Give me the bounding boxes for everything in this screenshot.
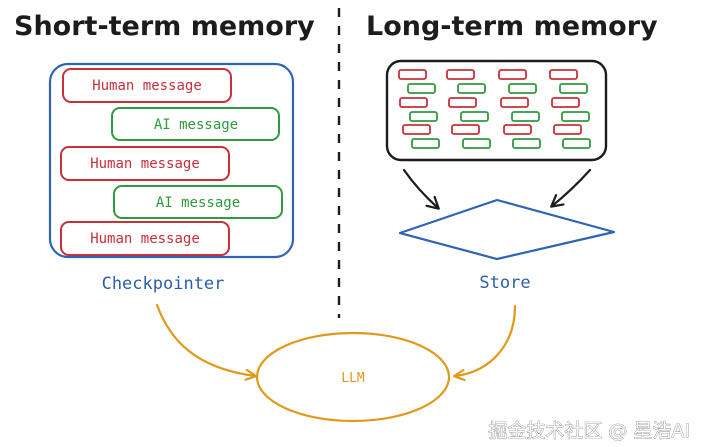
llm-shape — [255, 331, 451, 423]
memory-record — [462, 138, 491, 149]
message-item: AI message — [113, 185, 283, 219]
memory-record — [399, 97, 428, 108]
memory-record — [562, 138, 591, 149]
memory-record — [446, 69, 475, 80]
long-term-container — [385, 59, 608, 162]
short-term-container — [48, 62, 295, 259]
memory-record — [503, 124, 532, 135]
arrow-to-store-left — [402, 168, 438, 208]
memory-record — [448, 97, 477, 108]
memory-record — [549, 69, 578, 80]
short-term-title: Short-term memory — [14, 11, 315, 42]
memory-record — [561, 111, 590, 122]
message-label: Human message — [90, 231, 200, 247]
memory-record — [551, 97, 580, 108]
message-item: Human message — [60, 146, 230, 181]
message-label: AI message — [154, 117, 238, 133]
memory-record — [402, 124, 431, 135]
memory-record — [407, 83, 436, 94]
message-label: AI message — [156, 195, 240, 211]
store-shape — [398, 198, 616, 261]
memory-record — [559, 83, 588, 94]
memory-record — [411, 138, 440, 149]
memory-record — [512, 138, 541, 149]
checkpointer-label: Checkpointer — [102, 274, 225, 294]
message-label: Human message — [92, 78, 202, 94]
store-label: Store — [479, 273, 530, 293]
memory-record — [508, 83, 537, 94]
memory-record — [511, 111, 540, 122]
memory-record — [409, 111, 438, 122]
message-list: Human message AI message Human message A… — [60, 68, 283, 256]
memory-records — [398, 69, 591, 149]
arrow-store-to-llm — [455, 304, 517, 376]
memory-record — [451, 124, 480, 135]
message-item: Human message — [60, 221, 230, 256]
arrow-checkpointer-to-llm — [155, 303, 255, 376]
memory-record — [398, 69, 427, 80]
long-term-title: Long-term memory — [366, 11, 658, 42]
memory-record — [498, 69, 527, 80]
message-item: Human message — [62, 68, 232, 103]
memory-record — [500, 97, 529, 108]
arrow-to-store-right — [552, 168, 592, 206]
memory-record — [457, 83, 486, 94]
message-item: AI message — [111, 107, 280, 141]
memory-record — [460, 111, 489, 122]
llm-label: LLM — [341, 371, 365, 386]
memory-record — [553, 124, 582, 135]
watermark-text: 掘金技术社区 @ 星浩AI — [488, 420, 690, 442]
message-label: Human message — [90, 156, 200, 172]
